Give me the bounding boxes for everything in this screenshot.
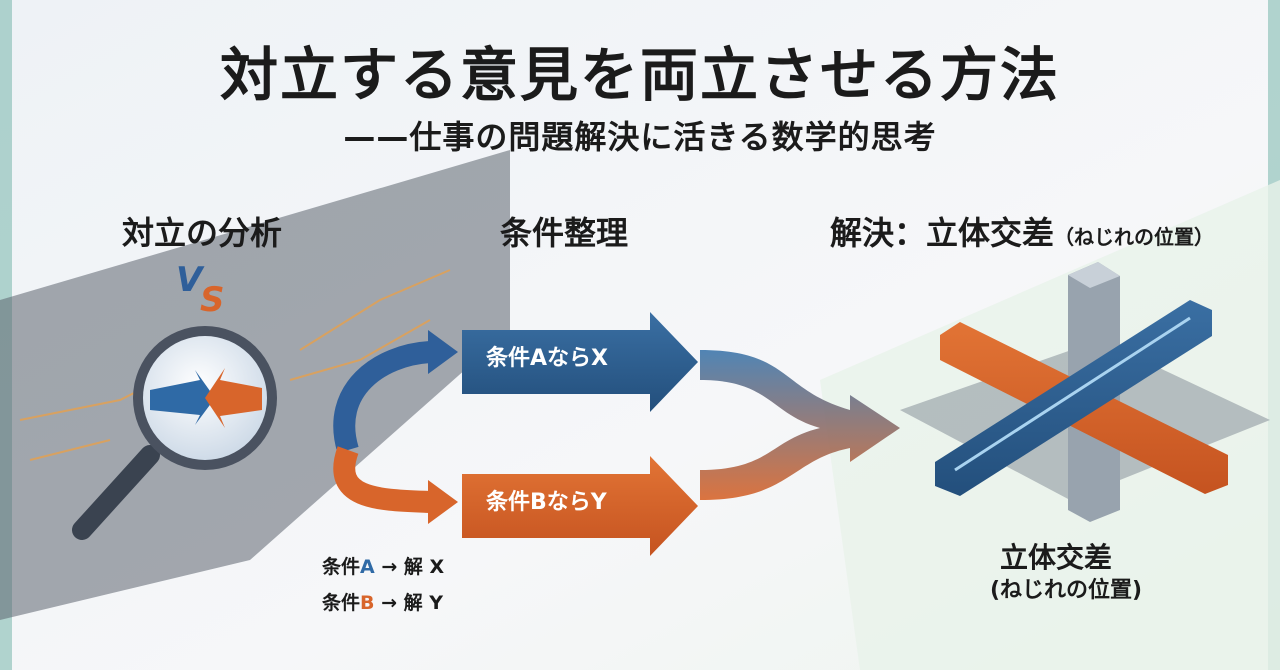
rule-a-prefix: 条件	[322, 556, 361, 578]
section-analysis-heading: 対立の分析	[122, 214, 283, 252]
rule-b: 条件B → 解 Y	[322, 588, 443, 615]
split-arrows	[333, 330, 458, 524]
rule-b-suffix: → 解 Y	[374, 592, 444, 614]
vs-icon: V	[176, 260, 203, 300]
vs-icon-s: S	[200, 280, 225, 320]
result-title: 立体交差	[1000, 541, 1113, 574]
merge-arrow	[700, 350, 900, 500]
page-subtitle: ——仕事の問題解決に活きる数学的思考	[343, 118, 937, 156]
solution-title: 解決：立体交差	[830, 214, 1055, 252]
crossing-illustration	[900, 262, 1270, 522]
rule-a-var: A	[360, 556, 375, 578]
condition-a-label: 条件AならX	[486, 346, 608, 371]
rule-b-var: B	[360, 592, 375, 614]
rule-a-suffix: → 解 X	[374, 556, 445, 578]
solution-note: （ねじれの位置）	[1054, 225, 1215, 249]
page-title: 対立する意見を両立させる方法	[219, 41, 1060, 109]
blue-bar-highlight	[954, 316, 1191, 472]
condition-b-label: 条件BならY	[486, 490, 607, 515]
section-solution-heading: 解決：立体交差（ねじれの位置）	[830, 208, 1214, 254]
condition-b-arrow	[462, 456, 698, 556]
rule-a: 条件A → 解 X	[322, 552, 444, 579]
spark-icon	[150, 370, 215, 425]
result-note: (ねじれの位置)	[990, 578, 1143, 603]
section-conditions-heading: 条件整理	[500, 214, 629, 252]
rule-b-prefix: 条件	[322, 592, 361, 614]
condition-a-arrow	[462, 312, 698, 412]
magnifier-icon	[72, 326, 277, 540]
